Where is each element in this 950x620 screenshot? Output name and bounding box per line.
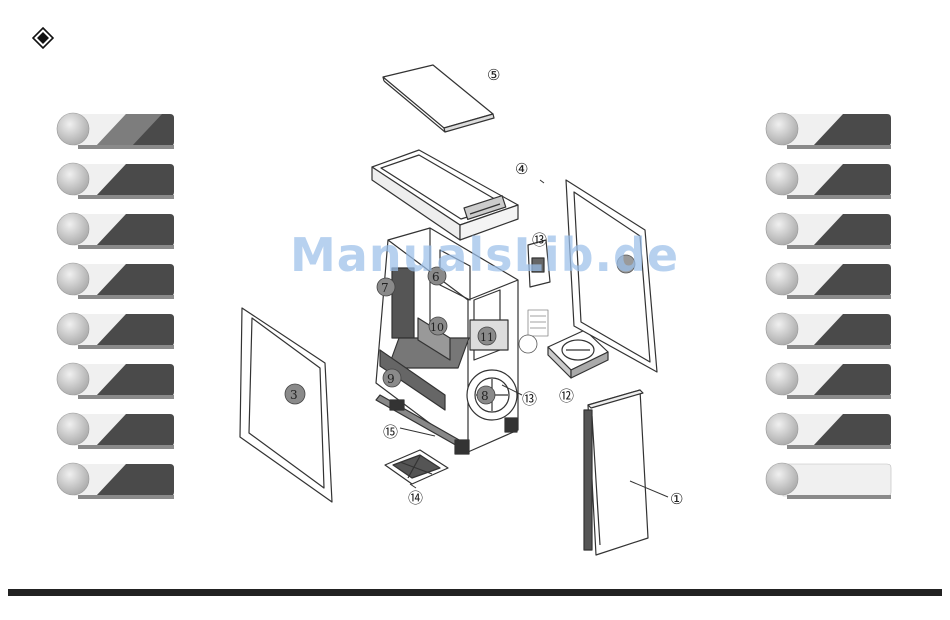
callout-label: ⑤ (487, 66, 500, 84)
callout-label: ⑬ (522, 390, 537, 408)
callout-label: 3 (290, 388, 298, 402)
callout-label: ⑭ (408, 489, 423, 507)
bottom-divider (8, 589, 942, 596)
part-chassis (376, 228, 518, 454)
callout-label: ④ (515, 160, 528, 178)
part-mesh (528, 310, 548, 336)
callout-label: 9 (387, 372, 395, 386)
part-front-panel (584, 390, 648, 555)
callout-label: 10 (430, 321, 444, 334)
callout-label: 11 (480, 331, 494, 344)
callout-label: 7 (381, 281, 389, 295)
part-foot-14 (385, 450, 448, 484)
part-top-cover (383, 65, 494, 132)
callout-label: ⑬ (532, 231, 547, 249)
callout-label: 6 (432, 270, 440, 284)
callout-label: ⑮ (383, 423, 398, 441)
callout-label: ⑫ (559, 387, 574, 405)
callout-label: 8 (481, 389, 489, 403)
part-top-frame (372, 150, 518, 240)
callout-label: ① (670, 490, 683, 508)
part-left-side-panel (240, 308, 332, 502)
